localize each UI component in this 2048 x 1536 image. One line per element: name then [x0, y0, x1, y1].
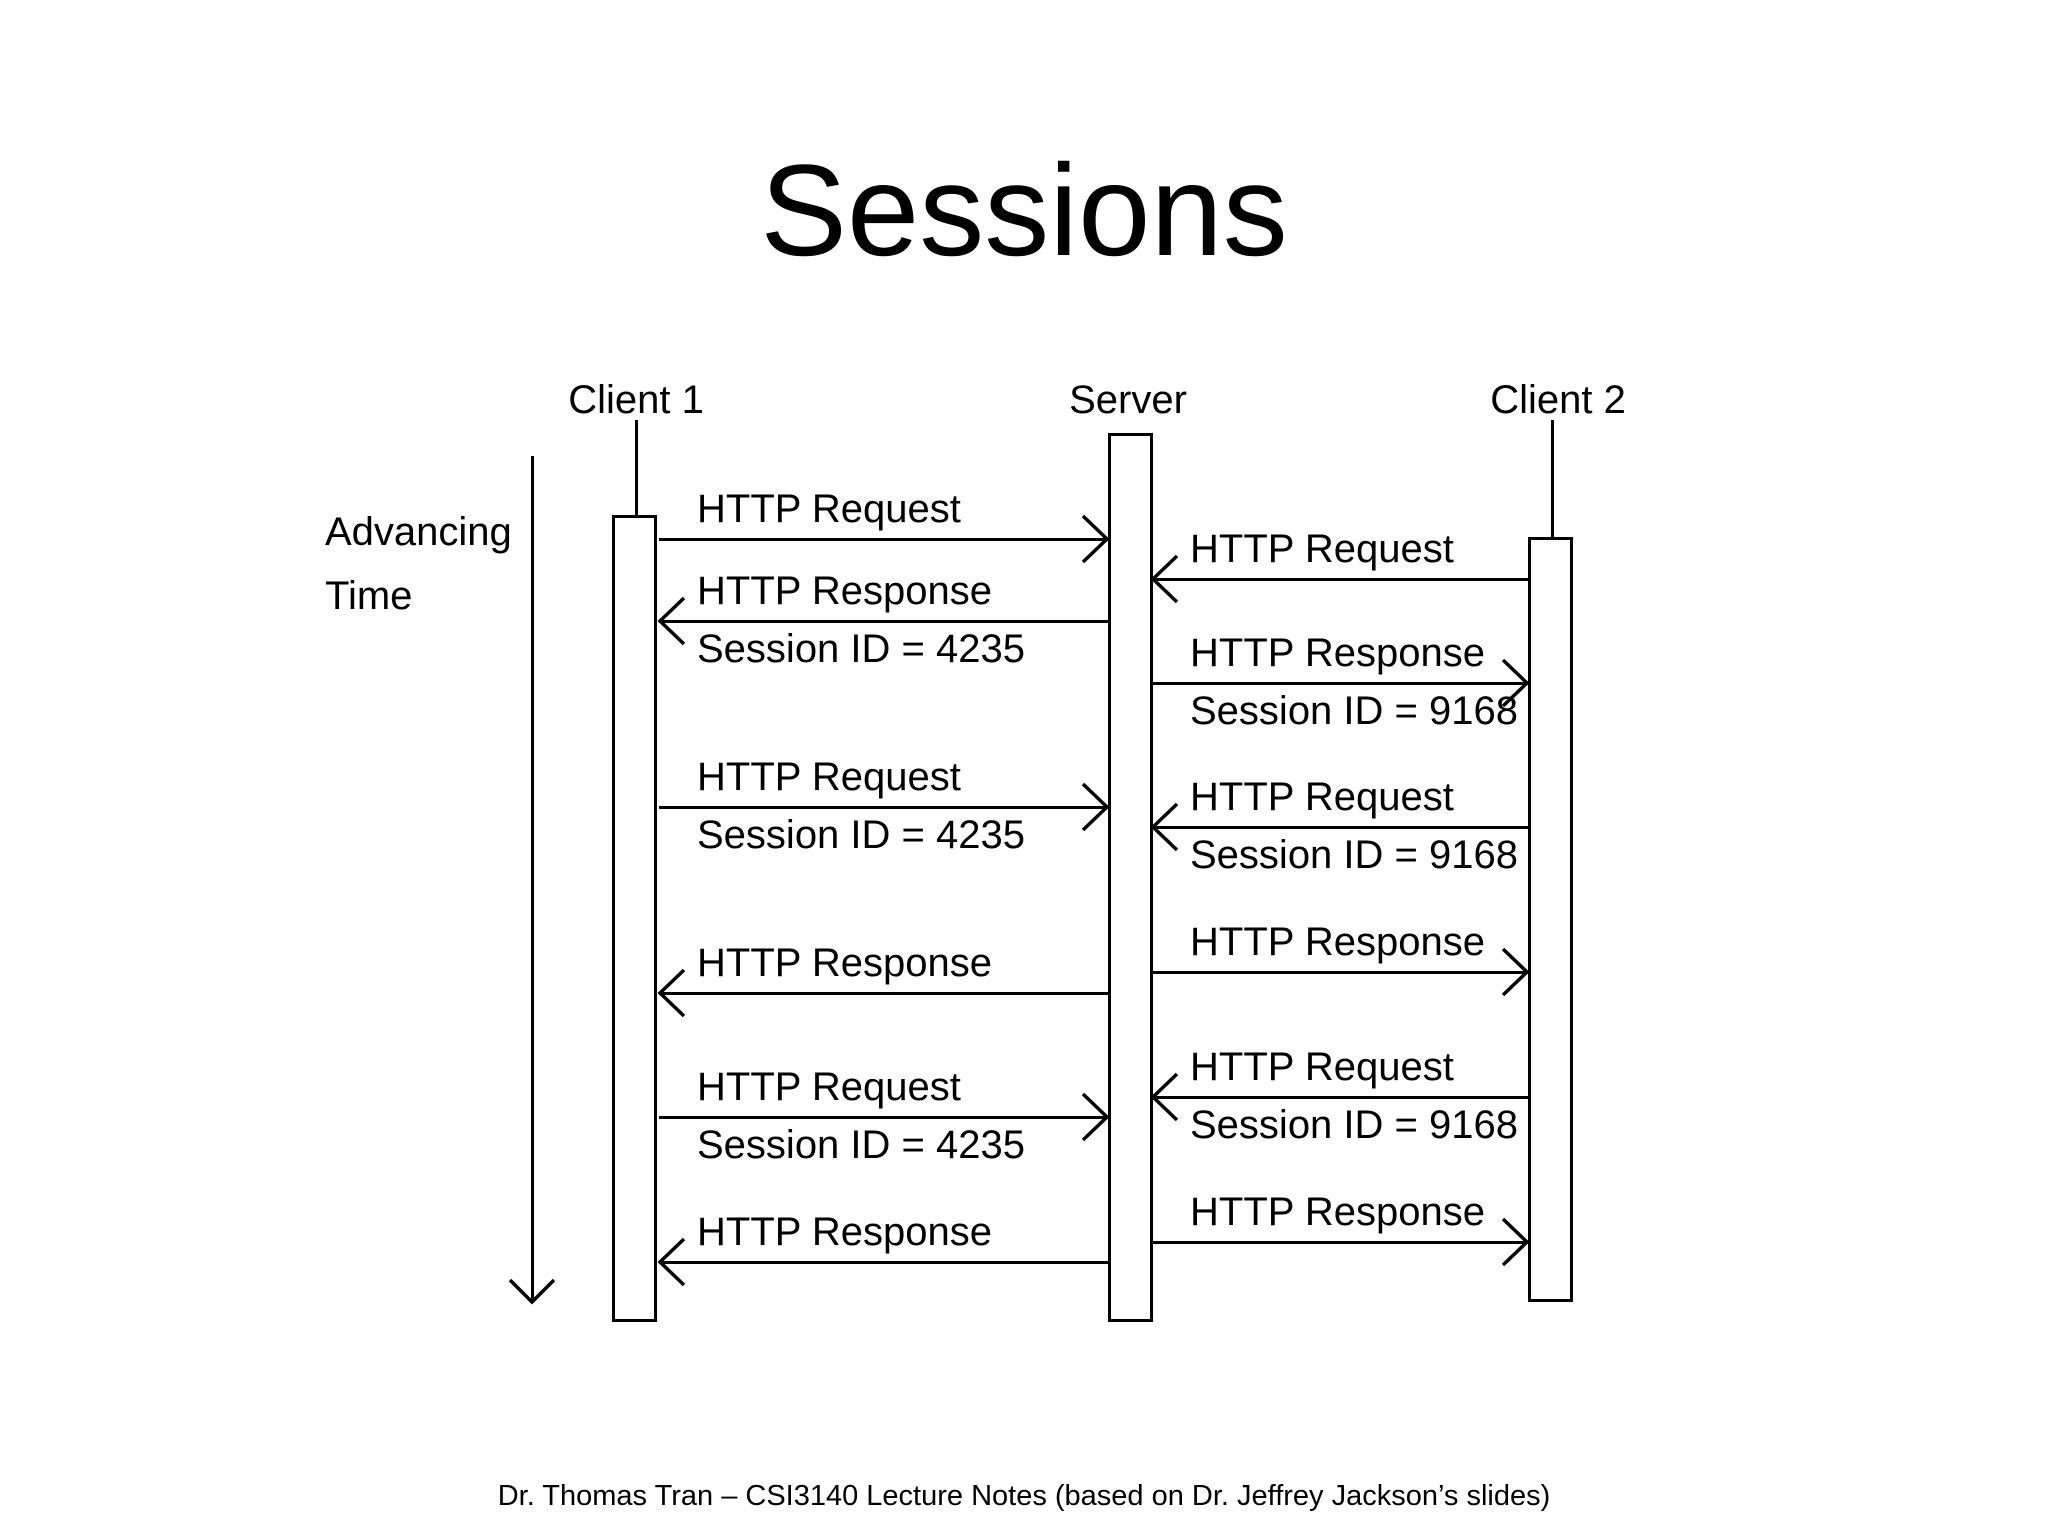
message-arrow-line — [1152, 826, 1528, 829]
arrowhead-left-icon — [657, 1237, 686, 1287]
message-label: HTTP Response — [1190, 1190, 1485, 1234]
message-sublabel: Session ID = 4235 — [697, 1123, 1025, 1167]
message-arrow-line — [1152, 1241, 1528, 1244]
message-sublabel: Session ID = 4235 — [697, 813, 1025, 857]
message-sublabel: Session ID = 9168 — [1190, 1103, 1518, 1147]
message-label: HTTP Response — [697, 941, 992, 985]
page-title: Sessions — [760, 137, 1288, 283]
lifeline-stub-client1 — [635, 420, 638, 515]
arrowhead-right-icon — [1501, 1217, 1530, 1267]
message-sublabel: Session ID = 9168 — [1190, 833, 1518, 877]
arrowhead-left-icon — [1150, 802, 1179, 852]
time-axis-line — [531, 456, 534, 1302]
message-arrow-line — [1152, 682, 1528, 685]
arrowhead-down-icon — [508, 1278, 556, 1305]
activation-bar-client2 — [1528, 537, 1573, 1302]
message-arrow-line — [1152, 971, 1528, 974]
message-sublabel: Session ID = 9168 — [1190, 689, 1518, 733]
lifeline-label-server: Server — [1069, 378, 1187, 422]
message-label: HTTP Request — [697, 1065, 961, 1109]
activation-bar-client1 — [612, 515, 657, 1322]
lifeline-label-client2: Client 2 — [1490, 378, 1626, 422]
message-label: HTTP Request — [1190, 775, 1454, 819]
message-arrow-line — [659, 1116, 1108, 1119]
lifeline-stub-client2 — [1551, 420, 1554, 537]
message-arrow-line — [659, 1261, 1108, 1264]
arrowhead-left-icon — [1150, 554, 1179, 604]
message-arrow-line — [1152, 578, 1528, 581]
arrowhead-right-icon — [1081, 782, 1110, 832]
message-label: HTTP Request — [1190, 1045, 1454, 1089]
advancing-time-label: Advancing Time — [325, 500, 512, 628]
message-label: HTTP Response — [697, 1210, 992, 1254]
arrowhead-right-icon — [1501, 947, 1530, 997]
message-label: HTTP Request — [697, 487, 961, 531]
message-sublabel: Session ID = 4235 — [697, 627, 1025, 671]
message-label: HTTP Response — [1190, 920, 1485, 964]
arrowhead-left-icon — [1150, 1072, 1179, 1122]
message-arrow-line — [659, 806, 1108, 809]
message-arrow-line — [1152, 1096, 1528, 1099]
message-label: HTTP Request — [1190, 527, 1454, 571]
message-label: HTTP Request — [697, 755, 961, 799]
arrowhead-left-icon — [657, 596, 686, 646]
arrowhead-right-icon — [1501, 658, 1530, 708]
advancing-time-line1: Advancing — [325, 510, 512, 554]
message-arrow-line — [659, 620, 1108, 623]
message-arrow-line — [659, 538, 1108, 541]
footer-credit: Dr. Thomas Tran – CSI3140 Lecture Notes … — [497, 1480, 1551, 1512]
lifeline-label-client1: Client 1 — [568, 378, 704, 422]
arrowhead-right-icon — [1081, 514, 1110, 564]
message-arrow-line — [659, 992, 1108, 995]
message-label: HTTP Response — [697, 569, 992, 613]
advancing-time-line2: Time — [325, 574, 413, 618]
message-label: HTTP Response — [1190, 631, 1485, 675]
arrowhead-left-icon — [657, 968, 686, 1018]
activation-bar-server — [1108, 433, 1153, 1322]
arrowhead-right-icon — [1081, 1092, 1110, 1142]
